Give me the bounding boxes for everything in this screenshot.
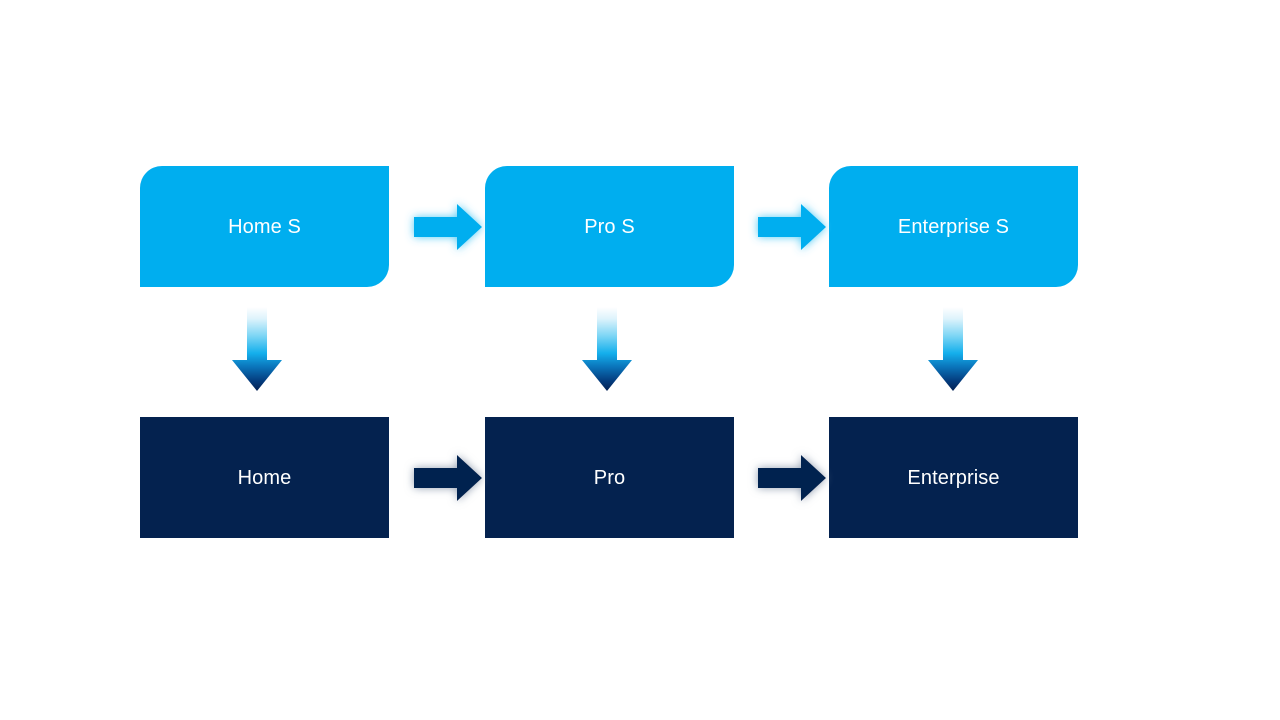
node-home-s[interactable]: Home S: [140, 166, 389, 287]
node-enterprise-s-label: Enterprise S: [897, 215, 1010, 238]
arrow-right-pro-s-to-enterprise-s: [754, 200, 830, 254]
node-enterprise-s[interactable]: Enterprise S: [829, 166, 1078, 287]
node-home-s-label: Home S: [228, 215, 301, 238]
arrow-down-enterprise-s-to-enterprise: [924, 307, 982, 393]
arrow-right-icon: [414, 204, 482, 250]
arrow-down-icon: [928, 307, 978, 391]
node-enterprise-label: Enterprise: [907, 466, 1000, 489]
arrow-right-icon: [414, 455, 482, 501]
arrow-right-home-s-to-pro-s: [410, 200, 486, 254]
node-pro-s[interactable]: Pro S: [485, 166, 734, 287]
arrow-down-home-s-to-home: [228, 307, 286, 393]
arrow-right-home-to-pro: [410, 451, 486, 505]
arrow-right-icon: [758, 204, 826, 250]
node-home[interactable]: Home: [140, 417, 389, 538]
arrow-right-pro-to-enterprise: [754, 451, 830, 505]
arrow-right-icon: [758, 455, 826, 501]
node-pro-s-label: Pro S: [584, 215, 635, 238]
node-enterprise[interactable]: Enterprise: [829, 417, 1078, 538]
node-home-label: Home: [237, 466, 292, 489]
node-pro[interactable]: Pro: [485, 417, 734, 538]
node-pro-label: Pro: [593, 466, 626, 489]
arrow-down-pro-s-to-pro: [578, 307, 636, 393]
arrow-down-icon: [232, 307, 282, 391]
arrow-down-icon: [582, 307, 632, 391]
